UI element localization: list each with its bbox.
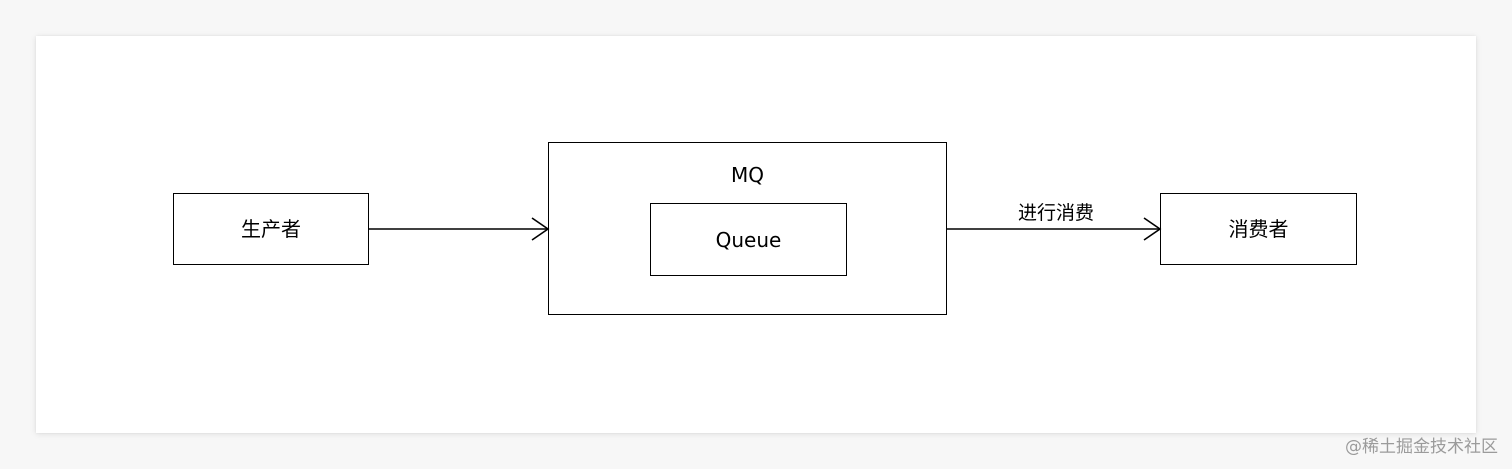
arrowhead-icon [1143,217,1162,241]
edge-label-consume: 进行消费 [1018,202,1095,224]
queue-label: Queue [715,228,782,252]
queue-node: Queue [650,203,847,276]
mq-label: MQ [731,163,764,187]
edge-mq-to-consumer [947,217,1162,241]
consumer-node: 消费者 [1160,193,1357,265]
arrowhead-icon [531,217,550,241]
producer-node: 生产者 [173,193,369,265]
producer-label: 生产者 [241,217,301,241]
edge-producer-to-mq [369,217,550,241]
watermark: @稀土掘金技术社区 [1345,437,1498,457]
consumer-label: 消费者 [1228,217,1289,241]
